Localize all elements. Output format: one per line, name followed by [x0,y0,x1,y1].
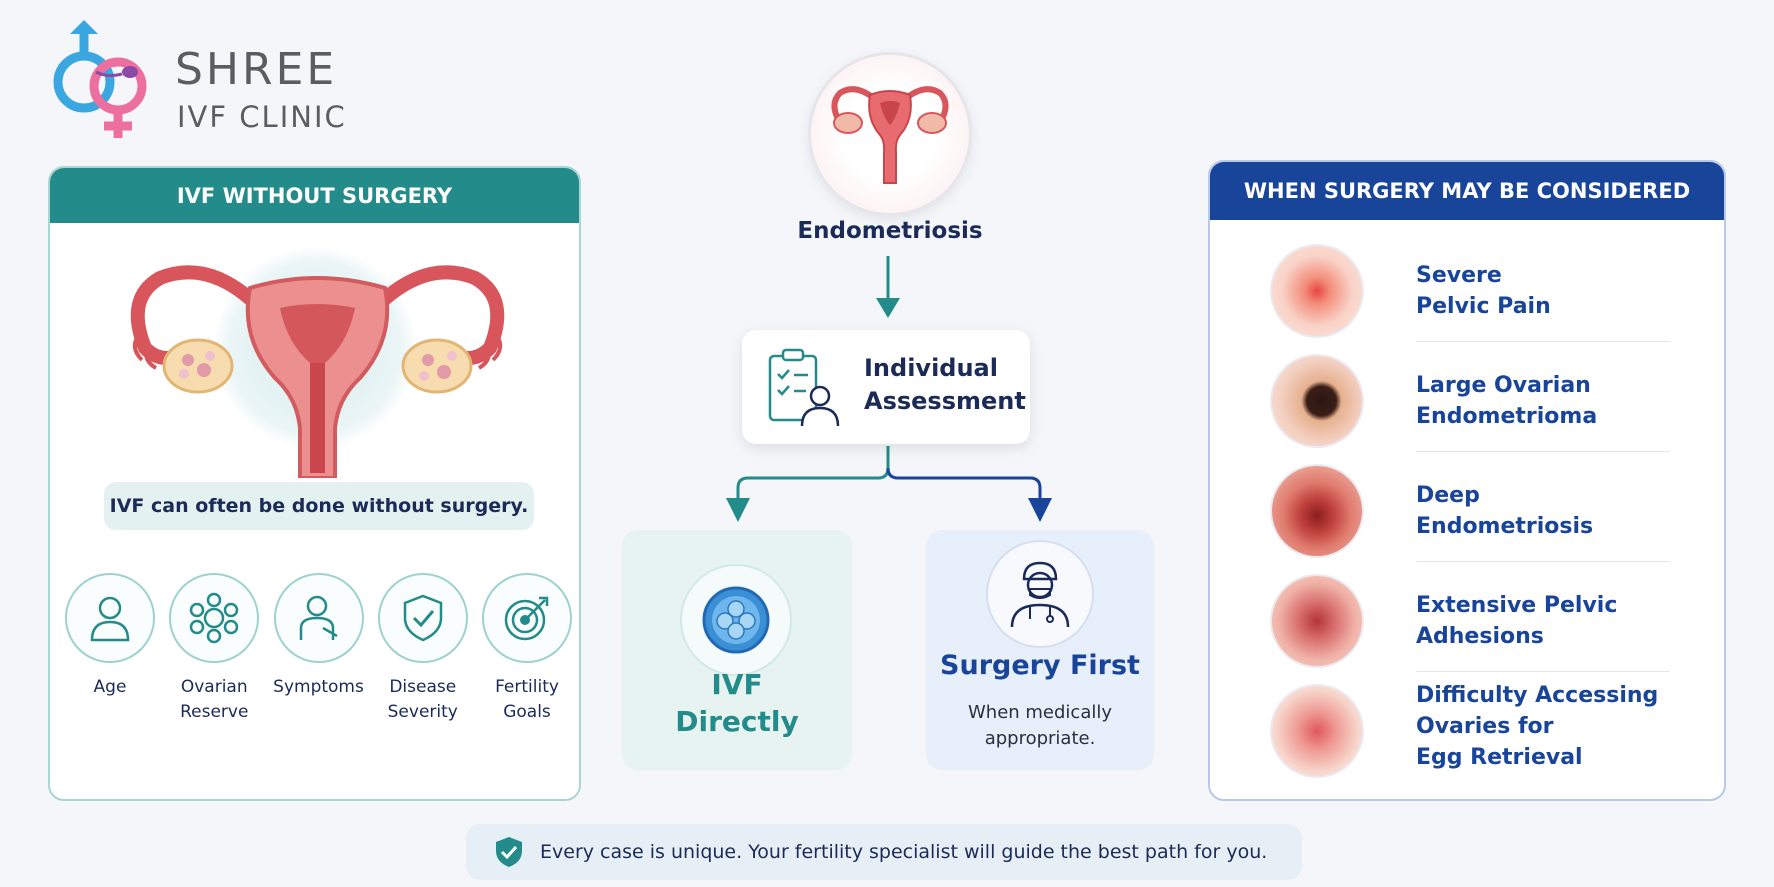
surgery-first-label: Surgery First [940,650,1140,681]
uterus-icon [130,265,505,478]
ivf-directly-label: IVF Directly [675,668,799,738]
condition-item: Extensive Pelvic Adhesions [1210,562,1724,672]
target-icon [504,596,549,641]
pelvic-pain-icon [1270,244,1364,338]
factor-label: Disease Severity [387,677,458,722]
footer-note: Every case is unique. Your fertility spe… [466,824,1302,880]
ivf-tagline: IVF can often be done without surgery. [104,482,534,530]
factor-label: Symptoms [273,677,364,697]
uterus-icon [831,86,949,184]
surgery-first-node: Surgery First When medically appropriate… [926,530,1154,770]
surgery-considered-panel: WHEN SURGERY MAY BE CONSIDERED Severe Pe… [1208,160,1726,801]
factor-label: Age [93,677,127,697]
individual-assessment-node: Individual Assessment [742,330,1030,444]
factor-ovarian-reserve: Ovarian Reserve [164,573,264,725]
ivf-directly-node: IVF Directly [622,530,852,770]
factor-label: Ovarian Reserve [180,677,249,722]
footer-text: Every case is unique. Your fertility spe… [540,841,1268,863]
ivf-without-surgery-panel: IVF WITHOUT SURGERY IVF can often be don… [48,166,581,801]
condition-label: Deep Endometriosis [1416,483,1594,539]
brand-subtitle: IVF CLINIC [177,100,347,134]
condition-item: Deep Endometriosis [1210,452,1724,562]
endometrioma-icon [1270,354,1364,448]
individual-assessment-label: Individual Assessment [864,354,1026,415]
condition-item: Severe Pelvic Pain [1210,232,1724,342]
surgeon-icon [1010,561,1070,628]
uterus-illustration [110,248,525,478]
gender-symbols-icon [53,20,147,138]
surgery-first-note: When medically appropriate. [967,702,1113,749]
endometriosis-node [808,52,972,216]
patient-icon [299,595,338,640]
condition-item: Difficulty Accessing Ovaries for Egg Ret… [1210,672,1724,799]
divider [1416,451,1670,452]
left-panel-title: IVF WITHOUT SURGERY [50,168,579,223]
condition-label: Large Ovarian Endometrioma [1416,373,1598,429]
condition-label: Severe Pelvic Pain [1416,263,1551,319]
condition-label: Extensive Pelvic Adhesions [1416,593,1618,649]
shield-check-icon [496,837,522,867]
follicles-icon [190,592,239,644]
divider [1416,671,1670,672]
person-icon [90,596,130,642]
assessment-factors: Age Ovarian Reserve [56,573,579,725]
factor-disease-severity: Disease Severity [373,573,473,725]
factor-fertility-goals: Fertility Goals [477,573,577,725]
condition-item: Large Ovarian Endometrioma [1210,342,1724,452]
pelvic-adhesions-icon [1270,574,1364,668]
factor-label: Fertility Goals [495,677,559,722]
clipboard-doctor-icon [768,348,840,427]
endometriosis-label: Endometriosis [797,218,983,244]
embryo-icon [702,586,770,654]
factor-age: Age [60,573,160,725]
condition-label: Difficulty Accessing Ovaries for Egg Ret… [1416,683,1659,770]
divider [1416,561,1670,562]
deep-endometriosis-icon [1270,464,1364,558]
brand-name: SHREE [175,44,338,95]
clinic-logo: SHREE IVF CLINIC [50,20,370,145]
divider [1416,341,1670,342]
ovary-access-icon [1270,684,1364,778]
shield-check-icon [403,594,442,642]
right-panel-title: WHEN SURGERY MAY BE CONSIDERED [1210,162,1724,220]
factor-symptoms: Symptoms [269,573,369,725]
